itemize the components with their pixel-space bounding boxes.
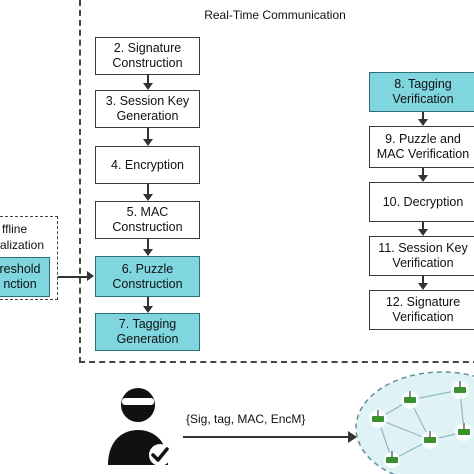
threshold-line1: reshold [0, 262, 41, 276]
arrow-11-12-line [422, 276, 424, 283]
arrow-4-5-head [143, 194, 153, 201]
step-tagging-verification: 8. Tagging Verification [369, 72, 474, 112]
step-session-key-verification: 11. Session Key Verification [369, 236, 474, 276]
step-encryption: 4. Encryption [95, 146, 200, 184]
arrow-10-11-head [418, 229, 428, 236]
offline-to-puzzle-connector [58, 276, 88, 278]
arrow-10-11-line [422, 222, 424, 229]
arrow-2-3-head [143, 83, 153, 90]
arrow-4-5-line [147, 184, 149, 194]
section-title: Real-Time Communication [204, 8, 346, 22]
arrow-11-12-head [418, 283, 428, 290]
arrow-2-3-line [147, 75, 149, 83]
threshold-line2: nction [3, 277, 37, 291]
step-tagging-generation: 7. Tagging Generation [95, 313, 200, 351]
arrow-9-10-line [422, 168, 424, 175]
sensor-network-icon [355, 371, 474, 474]
message-label: {Sig, tag, MAC, EncM} [186, 412, 306, 426]
offline-label-line1: ffline [2, 222, 28, 236]
step-decryption: 10. Decryption [369, 182, 474, 222]
offline-label-line2: alization [0, 238, 45, 252]
arrow-3-4-head [143, 139, 153, 146]
user-check-icon [108, 388, 171, 466]
arrow-6-7-head [143, 306, 153, 313]
step-session-key-generation: 3. Session Key Generation [95, 90, 200, 128]
step-puzzle-mac-verification: 9. Puzzle and MAC Verification [369, 126, 474, 168]
message-arrow-line [183, 436, 349, 438]
message-arrowhead [348, 431, 357, 443]
step-signature-construction: 2. Signature Construction [95, 37, 200, 75]
arrow-8-9-line [422, 112, 424, 119]
arrow-8-9-head [418, 119, 428, 126]
arrow-5-6-line [147, 239, 149, 249]
step-signature-verification: 12. Signature Verification [369, 290, 474, 330]
realtime-communication-region [79, 0, 474, 363]
arrow-3-4-line [147, 128, 149, 139]
step-mac-construction: 5. MAC Construction [95, 201, 200, 239]
arrow-9-10-head [418, 175, 428, 182]
offline-arrowhead [87, 271, 94, 281]
arrow-6-7-line [147, 297, 149, 306]
step-puzzle-construction: 6. Puzzle Construction [95, 256, 200, 297]
arrow-5-6-head [143, 249, 153, 256]
threshold-function-box: reshold nction [0, 257, 50, 297]
offline-initialization-region [0, 216, 58, 300]
